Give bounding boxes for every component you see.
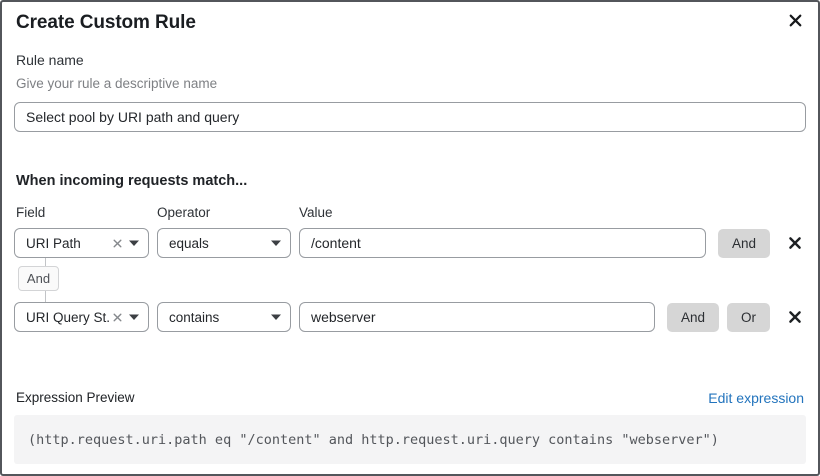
rule-name-input[interactable] — [14, 102, 806, 132]
chevron-down-icon — [271, 240, 281, 246]
expression-code: (http.request.uri.path eq "/content" and… — [14, 415, 806, 464]
edit-expression-link[interactable]: Edit expression — [708, 389, 804, 406]
dialog-title: Create Custom Rule — [16, 12, 196, 33]
value-input-2[interactable] — [299, 302, 655, 332]
match-section-heading: When incoming requests match... — [16, 173, 248, 189]
connector-line-bottom — [45, 291, 46, 302]
close-icon[interactable] — [785, 10, 806, 31]
operator-select-2[interactable]: contains — [157, 302, 291, 332]
column-header-value: Value — [299, 205, 333, 220]
chevron-down-icon — [129, 240, 139, 246]
and-button-row-2[interactable]: And — [666, 302, 719, 332]
and-button-row-1[interactable]: And — [717, 228, 770, 258]
field-select-2[interactable]: URI Query St... — [14, 302, 149, 332]
expression-preview-section: Expression Preview Edit expression (http… — [14, 389, 806, 464]
operator-select-2-value: contains — [169, 309, 220, 325]
clear-selection-icon[interactable] — [113, 313, 122, 322]
value-input-1[interactable] — [299, 228, 706, 258]
field-select-1[interactable]: URI Path — [14, 228, 149, 258]
remove-condition-icon-1[interactable] — [788, 236, 802, 250]
column-header-operator: Operator — [157, 205, 211, 220]
condition-row-1: URI Path equals And — [14, 228, 806, 258]
remove-condition-icon-2[interactable] — [788, 310, 802, 324]
rule-name-label: Rule name — [16, 52, 84, 68]
field-select-2-value: URI Query St... — [26, 309, 109, 325]
close-icon-glyph — [789, 14, 802, 27]
operator-select-1-value: equals — [169, 235, 209, 251]
chevron-down-icon — [129, 314, 139, 320]
field-select-1-value: URI Path — [26, 235, 81, 251]
condition-connector: And — [16, 258, 806, 302]
condition-column-headers: Field Operator Value — [16, 205, 806, 221]
column-header-field: Field — [16, 205, 46, 220]
clear-selection-icon[interactable] — [113, 239, 122, 248]
or-button-row-2[interactable]: Or — [727, 302, 770, 332]
connector-and-badge: And — [18, 266, 59, 291]
connector-line-top — [45, 258, 46, 266]
rule-name-hint: Give your rule a descriptive name — [16, 76, 218, 91]
chevron-down-icon — [271, 314, 281, 320]
condition-row-2: URI Query St... contains And Or — [14, 302, 806, 332]
expression-preview-label: Expression Preview — [16, 390, 135, 405]
operator-select-1[interactable]: equals — [157, 228, 291, 258]
